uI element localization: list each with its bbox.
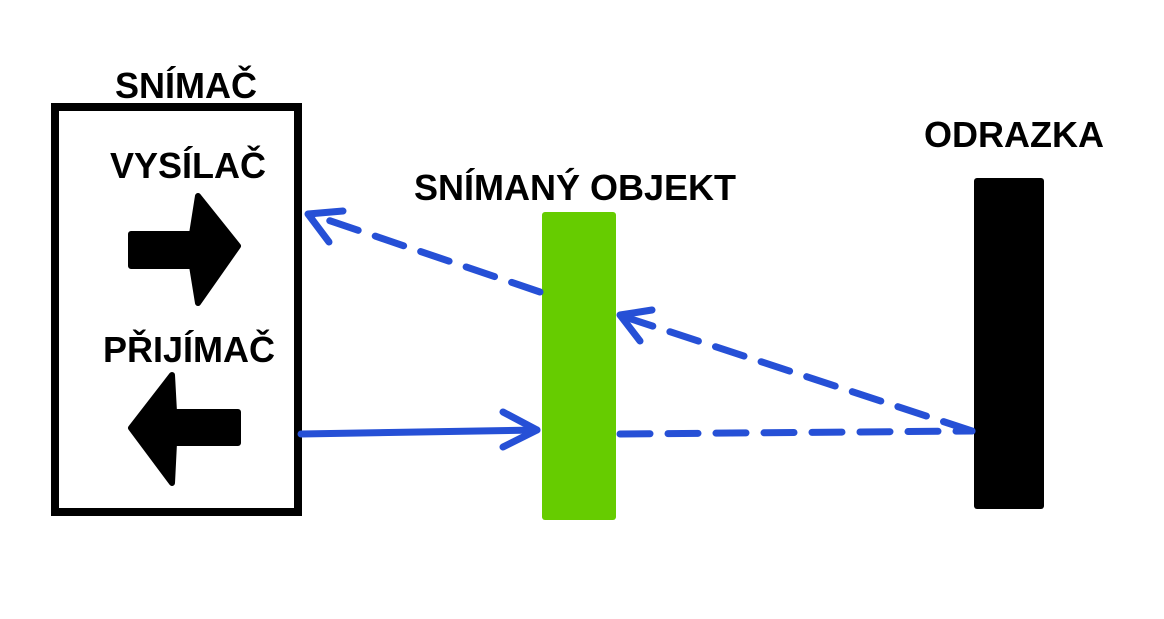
reflector: [974, 178, 1044, 509]
arrow-left-icon: [128, 372, 241, 486]
beams: [297, 207, 976, 451]
return-beam: [306, 210, 544, 296]
sensor-label: SNÍMAČ: [115, 64, 257, 106]
emitted-beam-arrowhead: [499, 408, 541, 451]
arrow-right-icon: [128, 193, 241, 306]
emitted-beam: [297, 426, 541, 438]
scanned-object: [542, 212, 616, 520]
reflector-label: ODRAZKA: [924, 114, 1104, 155]
reflected-beam-arrowhead: [616, 306, 656, 345]
transmitter-label: VYSÍLAČ: [110, 144, 266, 186]
beam-to-reflector: [616, 427, 976, 438]
reflected-beam: [618, 312, 976, 435]
return-beam-arrowhead: [304, 207, 347, 246]
receiver-label: PŘIJÍMAČ: [103, 328, 275, 370]
object-label: SNÍMANÝ OBJEKT: [414, 167, 736, 208]
